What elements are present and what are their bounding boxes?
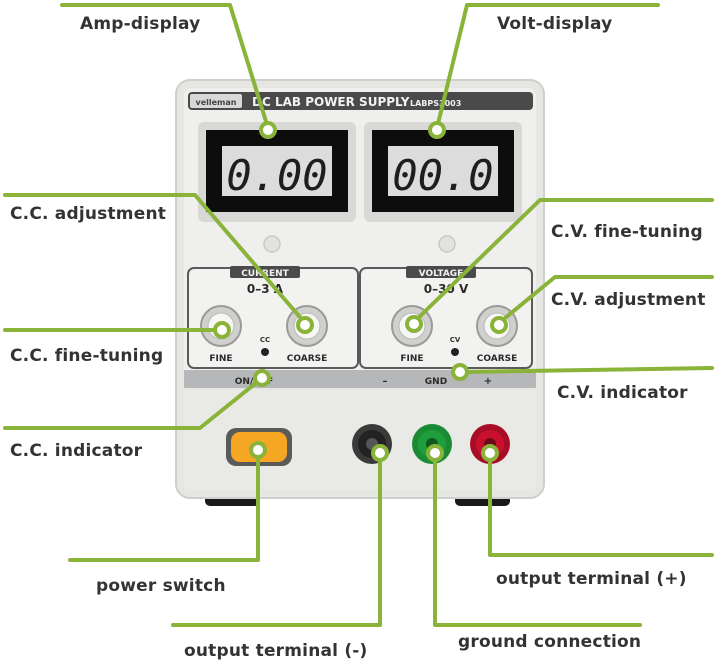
label-cv-indicator: C.V. indicator [557, 383, 688, 403]
cv-led-label: CV [450, 336, 461, 344]
cc-coarse-knob[interactable] [286, 305, 328, 347]
gnd-label: GND [425, 377, 447, 387]
cc-fine-knob[interactable] [200, 305, 242, 347]
volt-reading: 00.0 [392, 151, 493, 200]
label-output-terminal-minus: output terminal (-) [184, 641, 368, 661]
device-model: LABPS3003 [410, 99, 461, 108]
label-cc-fine-tuning: C.C. fine-tuning [10, 346, 164, 366]
cv-fine-label: FINE [400, 354, 423, 364]
terminal-strip [184, 370, 536, 388]
cv-coarse-knob[interactable] [476, 305, 518, 347]
terminal-negative[interactable] [352, 424, 392, 464]
amp-round-button [263, 235, 281, 253]
power-switch-rocker[interactable] [231, 432, 287, 462]
voltage-section-label: VOLTAGE [419, 269, 464, 279]
terminal-positive[interactable] [470, 424, 510, 464]
cc-coarse-label: COARSE [287, 354, 328, 364]
voltage-range: 0–30 V [424, 282, 469, 296]
plus-label: + [484, 376, 492, 387]
amp-reading: 0.00 [226, 151, 327, 200]
on-off-label: ON/OFF [235, 377, 273, 387]
label-ground-connection: ground connection [458, 632, 642, 652]
volt-lcd [388, 146, 498, 196]
cv-led [451, 348, 459, 356]
cv-fine-knob[interactable] [391, 305, 433, 347]
cc-fine-label: FINE [209, 354, 232, 364]
terminal-ground[interactable] [412, 424, 452, 464]
amp-lcd [222, 146, 332, 196]
cc-led-label: CC [260, 336, 270, 344]
volt-round-button [438, 235, 456, 253]
device-title: DC LAB POWER SUPPLY [252, 95, 410, 109]
cc-led [261, 348, 269, 356]
current-section-label: CURRENT [241, 269, 289, 279]
current-range: 0–3 A [247, 282, 284, 296]
minus-label: – [383, 376, 388, 387]
cv-coarse-label: COARSE [477, 354, 518, 364]
brand-logo: velleman [196, 98, 237, 107]
